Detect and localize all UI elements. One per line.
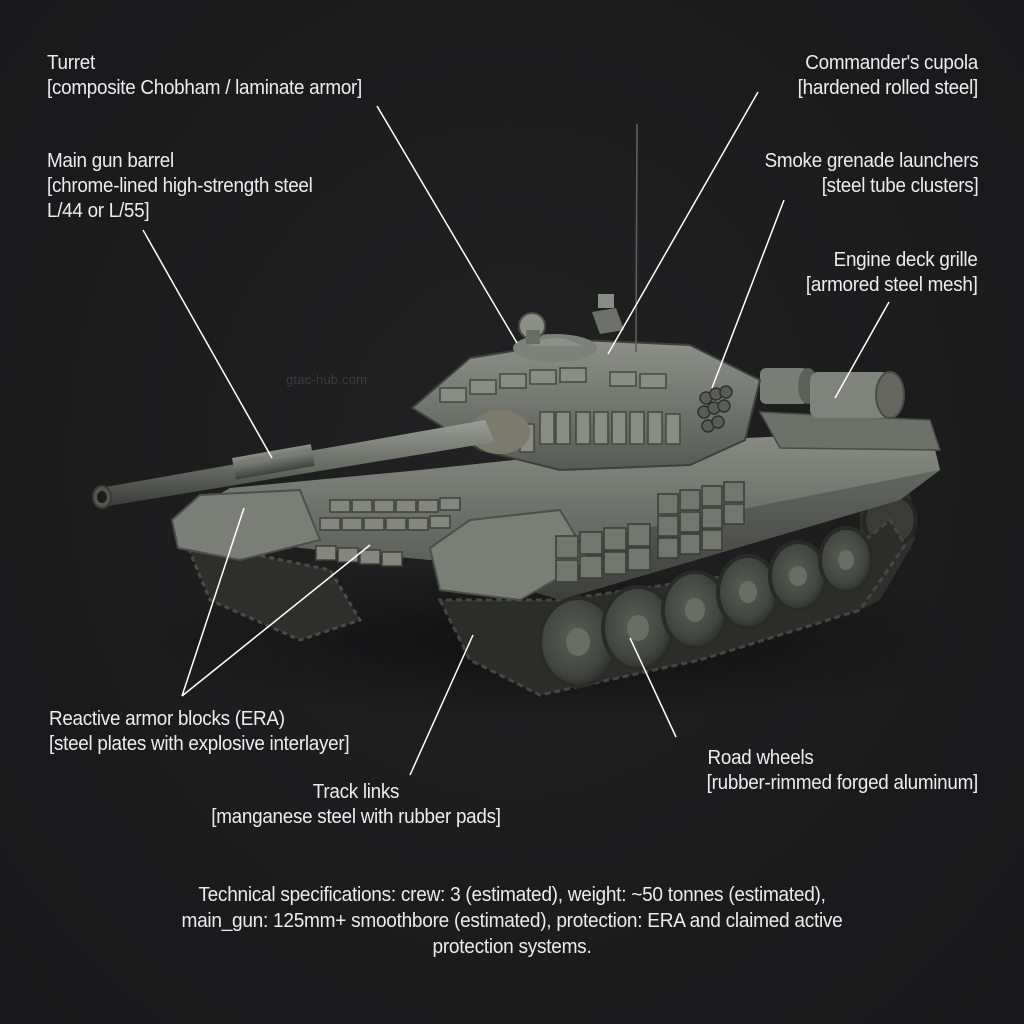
left-fender [170,488,322,562]
antenna [635,123,638,353]
leader-road-wheels [629,637,677,738]
turret [410,338,762,472]
leader-main-gun [142,229,273,459]
leader-smoke [711,199,785,389]
glacis-era [315,497,461,567]
callout-title: Commander's cupola [805,51,978,74]
callout-detail: [steel tube clusters] [821,174,978,197]
callout-title: Road wheels [707,746,814,769]
callout-turret: Turret [composite Chobham / laminate arm… [47,50,362,100]
specs-line-1: Technical specifications: crew: 3 (estim… [198,883,826,906]
leader-turret [376,105,518,344]
technical-specifications: Technical specifications: crew: 3 (estim… [121,882,902,960]
callout-detail: [rubber-rimmed forged aluminum] [706,771,979,794]
specs-line-2: main_gun: 125mm+ smoothbore (estimated),… [181,909,843,932]
callout-title: Engine deck grille [834,248,978,271]
callout-detail: [manganese steel with rubber pads] [211,805,501,828]
callout-engine-deck: Engine deck grille [armored steel mesh] [806,247,978,297]
callout-detail: [hardened rolled steel] [797,76,979,99]
callout-title: Main gun barrel [47,149,174,172]
watermark: gtac-hub.com [286,372,368,387]
callout-cupola: Commander's cupola [hardened rolled stee… [797,50,979,100]
callout-title: Turret [47,51,95,74]
callout-detail: [armored steel mesh] [806,273,978,296]
side-era [555,481,745,583]
smoke-launchers [697,385,733,433]
leader-engine-deck [834,301,890,399]
leader-cupola [607,91,759,355]
leader-era-2 [181,544,371,697]
callout-smoke: Smoke grenade launchers [steel tube clus… [764,148,978,198]
callout-title: Reactive armor blocks (ERA) [49,707,285,730]
callout-main-gun: Main gun barrel [chrome-lined high-stren… [47,148,313,223]
callout-title: Track links [312,780,400,803]
main-gun-barrel [92,420,495,509]
callout-detail: [chrome-lined high-strength steel [47,174,313,197]
turret-era [439,367,681,453]
commanders-cupola [513,294,624,362]
road-wheels [538,526,874,688]
callout-detail: [steel plates with explosive interlayer] [49,732,350,755]
callout-title: Smoke grenade launchers [764,149,978,172]
specs-line-3: protection systems. [432,935,592,958]
callout-detail-2: L/44 or L/55] [47,199,150,222]
leader-tracks [409,634,474,776]
callout-tracks: Track links [manganese steel with rubber… [200,779,513,829]
callout-road-wheels: Road wheels [rubber-rimmed forged alumin… [674,745,979,795]
fuel-drums [760,368,905,419]
callout-era: Reactive armor blocks (ERA) [steel plate… [49,706,350,756]
callout-detail: [composite Chobham / laminate armor] [47,76,363,99]
leader-era-1 [181,507,245,697]
leader-lines [142,91,890,776]
left-track [182,537,363,642]
